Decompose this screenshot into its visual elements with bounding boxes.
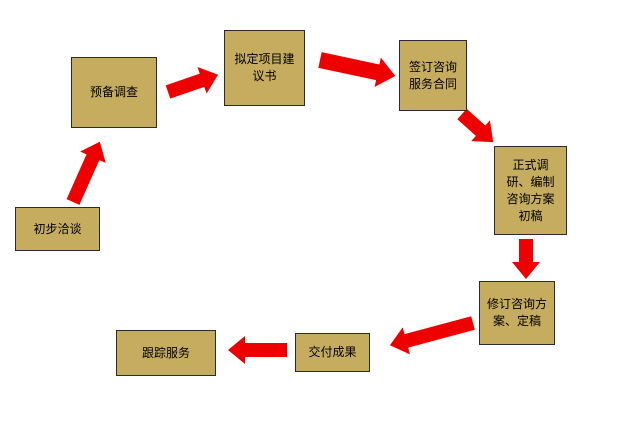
node-label: 修订咨询方案、定稿 — [486, 297, 547, 328]
node-revise-finalize: 修订咨询方案、定稿 — [479, 281, 555, 345]
arrow-revise-finalize-to-deliver-results — [389, 316, 475, 355]
node-draft-proposal: 拟定项目建议书 — [224, 30, 305, 106]
node-formal-research: 正式调研、编制咨询方案初稿 — [494, 146, 567, 235]
arrow-initial-contact-to-preliminary-survey — [66, 141, 106, 205]
node-label: 签订咨询服务合同 — [408, 59, 457, 91]
node-initial-contact: 初步洽谈 — [15, 207, 100, 251]
arrow-deliver-results-to-follow-up-service — [228, 336, 287, 364]
node-deliver-results: 交付成果 — [295, 333, 370, 372]
node-sign-contract: 签订咨询服务合同 — [399, 40, 467, 111]
node-preliminary-survey: 预备调查 — [71, 57, 157, 128]
node-label: 拟定项目建议书 — [234, 52, 295, 83]
node-label: 正式调研、编制咨询方案初稿 — [506, 157, 555, 223]
arrow-formal-research-to-revise-finalize — [512, 239, 540, 279]
node-label: 跟踪服务 — [141, 345, 190, 360]
node-label: 交付成果 — [308, 345, 357, 359]
arrow-sign-contract-to-formal-research — [457, 108, 494, 143]
node-follow-up-service: 跟踪服务 — [116, 330, 216, 376]
arrow-preliminary-survey-to-draft-proposal — [165, 67, 219, 99]
node-label: 初步洽谈 — [33, 221, 82, 236]
node-label: 预备调查 — [89, 85, 138, 99]
arrow-draft-proposal-to-sign-contract — [318, 52, 396, 87]
